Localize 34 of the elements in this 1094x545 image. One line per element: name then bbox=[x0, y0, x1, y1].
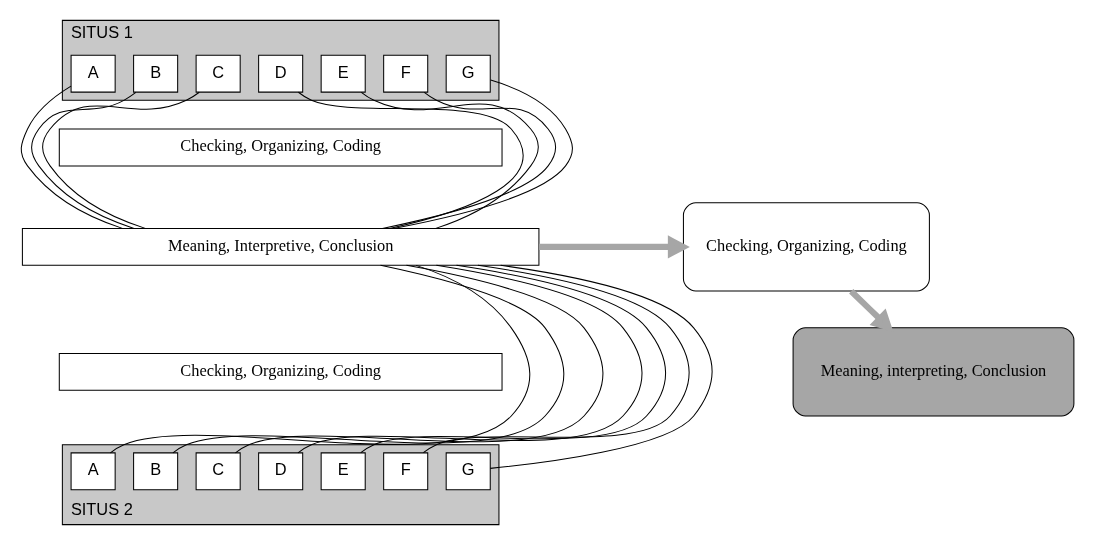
connector bbox=[171, 264, 564, 454]
connector bbox=[296, 264, 642, 454]
connector bbox=[360, 91, 539, 229]
node-box: Checking, Organizing, Coding bbox=[58, 128, 503, 167]
node-box: A bbox=[70, 452, 116, 491]
node-box: F bbox=[382, 452, 428, 491]
node-box: D bbox=[257, 452, 303, 491]
connector bbox=[41, 91, 200, 229]
connector bbox=[381, 91, 556, 229]
connector bbox=[392, 79, 573, 229]
connector bbox=[30, 91, 136, 229]
arrow bbox=[538, 235, 690, 259]
connector bbox=[297, 91, 524, 229]
node-box: G bbox=[445, 54, 491, 93]
node-box: A bbox=[70, 54, 116, 93]
node-box: F bbox=[382, 54, 428, 93]
node-box: G bbox=[445, 452, 491, 491]
node-box: C bbox=[195, 54, 241, 93]
node-box: B bbox=[132, 54, 178, 93]
node-box: E bbox=[320, 54, 366, 93]
node-box: Checking, Organizing, Coding bbox=[58, 352, 503, 391]
connector bbox=[489, 264, 713, 469]
node-box: D bbox=[257, 54, 303, 93]
node-box: B bbox=[132, 452, 178, 491]
node-box: Meaning, Interpretive, Conclusion bbox=[21, 227, 539, 266]
connector bbox=[422, 264, 690, 454]
connector bbox=[109, 264, 530, 454]
connector bbox=[234, 264, 603, 454]
node-box: C bbox=[195, 452, 241, 491]
connector bbox=[359, 264, 666, 454]
node-box: Meaning, interpreting, Conclusion bbox=[792, 327, 1074, 417]
connector bbox=[20, 85, 123, 229]
node-box: E bbox=[320, 452, 366, 491]
node-box: Checking, Organizing, Coding bbox=[682, 202, 930, 292]
